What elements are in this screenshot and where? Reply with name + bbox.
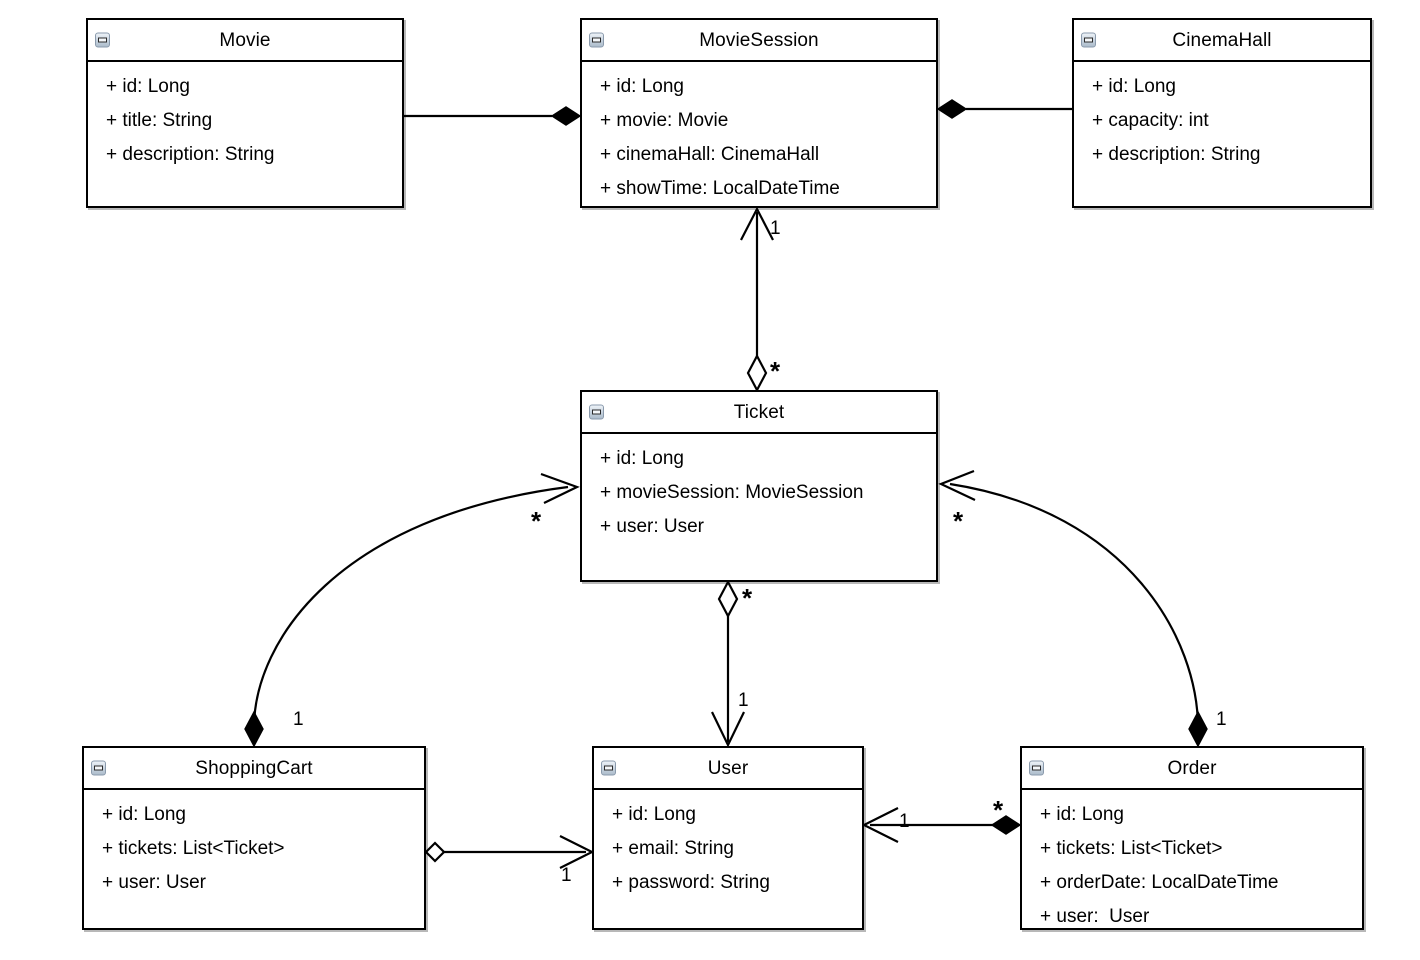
class-header-shoppingcart: ShoppingCart: [84, 748, 424, 790]
class-attribute: + user: User: [102, 872, 207, 893]
class-header-user: User: [594, 748, 862, 790]
class-attributes-user: + id: Long + email: String + password: S…: [594, 790, 862, 900]
class-box-ticket[interactable]: Ticket + id: Long + movieSession: MovieS…: [580, 390, 938, 582]
class-attributes-order: + id: Long + tickets: List<Ticket> + ord…: [1022, 790, 1362, 934]
class-box-shoppingcart[interactable]: ShoppingCart + id: Long + tickets: List<…: [82, 746, 426, 930]
class-box-cinemahall[interactable]: CinemaHall + id: Long + capacity: int + …: [1072, 18, 1372, 208]
class-name-moviesession: MovieSession: [699, 29, 819, 51]
collapse-minus-icon[interactable]: [1029, 760, 1044, 776]
class-attribute: + showTime: LocalDateTime: [600, 178, 840, 199]
class-header-cinemahall: CinemaHall: [1074, 20, 1370, 62]
collapse-minus-icon[interactable]: [1081, 32, 1096, 48]
class-attribute: + id: Long: [106, 76, 190, 97]
class-attribute: + tickets: List<Ticket>: [102, 838, 285, 859]
class-attribute: + id: Long: [612, 804, 696, 825]
class-attributes-movie: + id: Long + title: String + description…: [88, 62, 402, 172]
multiplicity-label: *: [953, 506, 964, 536]
edge-ticket-user[interactable]: [711, 579, 745, 748]
class-attributes-ticket: + id: Long + movieSession: MovieSession …: [582, 434, 936, 544]
class-attribute: + cinemaHall: CinemaHall: [600, 144, 820, 165]
class-header-ticket: Ticket: [582, 392, 936, 434]
class-box-moviesession[interactable]: MovieSession + id: Long + movie: Movie +…: [580, 18, 938, 208]
collapse-minus-icon[interactable]: [589, 32, 604, 48]
class-attribute: + orderDate: LocalDateTime: [1040, 872, 1279, 893]
class-attribute: + tickets: List<Ticket>: [1040, 838, 1223, 859]
class-name-movie: Movie: [219, 29, 271, 51]
class-name-order: Order: [1167, 757, 1217, 779]
class-attribute: + id: Long: [600, 76, 684, 97]
multiplicity-label: *: [531, 506, 542, 536]
multiplicity-label: *: [770, 356, 781, 386]
class-attribute: + id: Long: [102, 804, 186, 825]
collapse-minus-icon[interactable]: [589, 404, 604, 420]
collapse-minus-icon[interactable]: [601, 760, 616, 776]
class-attribute: + email: String: [612, 838, 734, 859]
class-name-cinemahall: CinemaHall: [1172, 29, 1272, 51]
class-attribute: + password: String: [612, 872, 770, 893]
class-attribute: + description: String: [106, 144, 275, 165]
class-attribute: + id: Long: [1040, 804, 1124, 825]
class-attribute: + id: Long: [600, 448, 684, 469]
class-attribute: + capacity: int: [1092, 110, 1209, 131]
multiplicity-label: *: [993, 795, 1004, 825]
class-header-order: Order: [1022, 748, 1362, 790]
edge-movie-moviesession[interactable]: [404, 106, 582, 126]
class-attributes-moviesession: + id: Long + movie: Movie + cinemaHall: …: [582, 62, 936, 206]
collapse-minus-icon[interactable]: [91, 760, 106, 776]
class-attribute: + movie: Movie: [600, 110, 729, 131]
multiplicity-label: 1: [899, 811, 910, 832]
class-attributes-cinemahall: + id: Long + capacity: int + description…: [1074, 62, 1370, 172]
class-attributes-shoppingcart: + id: Long + tickets: List<Ticket> + use…: [84, 790, 424, 900]
multiplicity-label: 1: [770, 218, 781, 239]
multiplicity-label: *: [742, 583, 753, 613]
class-attribute: + title: String: [106, 110, 213, 131]
class-attribute: + description: String: [1092, 144, 1261, 165]
edge-shoppingcart-ticket[interactable]: [244, 472, 580, 748]
edge-shoppingcart-user[interactable]: [424, 835, 595, 869]
class-box-order[interactable]: Order + id: Long + tickets: List<Ticket>…: [1020, 746, 1364, 930]
multiplicity-label: 1: [293, 709, 304, 730]
multiplicity-label: 1: [738, 690, 749, 711]
class-attribute: + movieSession: MovieSession: [600, 482, 864, 503]
collapse-minus-icon[interactable]: [95, 32, 110, 48]
class-name-user: User: [707, 757, 749, 779]
class-name-shoppingcart: ShoppingCart: [195, 757, 313, 779]
multiplicity-label: 1: [1216, 709, 1227, 730]
multiplicity-label: 1: [561, 865, 572, 886]
class-box-user[interactable]: User + id: Long + email: String + passwo…: [592, 746, 864, 930]
class-header-movie: Movie: [88, 20, 402, 62]
edge-order-ticket[interactable]: [938, 469, 1208, 748]
class-name-ticket: Ticket: [733, 401, 785, 423]
class-attribute: + user: User: [600, 516, 705, 537]
class-attribute: + id: Long: [1092, 76, 1176, 97]
class-header-moviesession: MovieSession: [582, 20, 936, 62]
class-box-movie[interactable]: Movie + id: Long + title: String + descr…: [86, 18, 404, 208]
edge-ticket-moviesession[interactable]: [740, 206, 774, 393]
edge-cinemahall-moviesession[interactable]: [936, 99, 1072, 119]
class-attribute: + user: User: [1040, 906, 1150, 927]
